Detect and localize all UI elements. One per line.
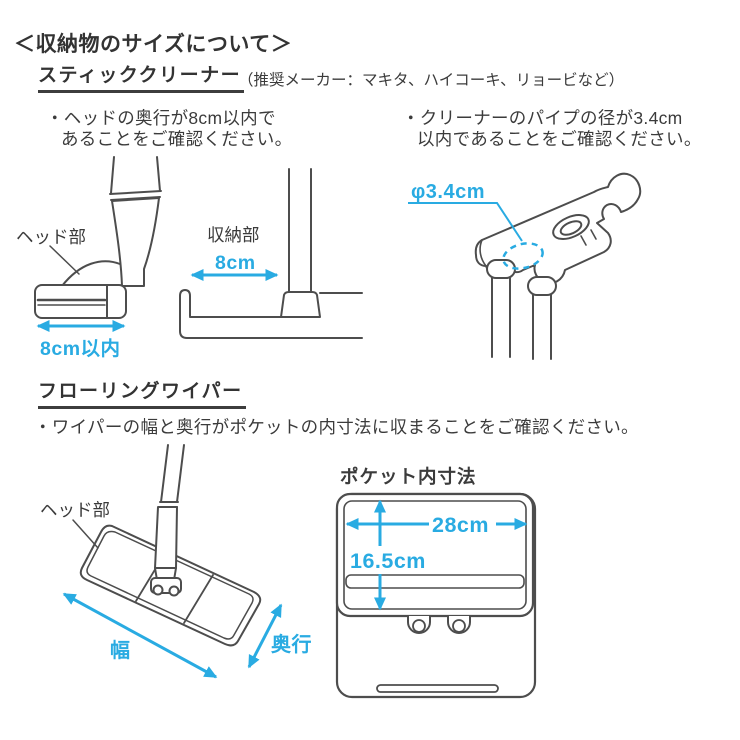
stick-joint-line1 [109, 190, 162, 195]
hook-hole-left [412, 619, 426, 633]
storage-part-diagram: 収納部 8cm [179, 168, 363, 339]
pipe-diameter-note-line2: 以内であることをご確認ください。 [417, 129, 702, 149]
pocket-outer-shell [179, 289, 363, 339]
wiper-head-leader-line [72, 519, 99, 549]
stick-lower-shaft [111, 197, 160, 287]
bottom-slot [376, 684, 499, 693]
stick-upper-left-edge [110, 156, 115, 194]
pocket-dimensions-diagram: ポケット内寸法 28cm 16.5cm [335, 466, 537, 699]
head-depth-note-line2: あることをご確認ください。 [61, 129, 293, 149]
pocket-dimensions-heading: ポケット内寸法 [340, 466, 477, 487]
cleaner-head-diagram: ヘッド部 8cm以内 [16, 156, 162, 360]
wiper-pole-upper [160, 444, 185, 503]
wiper-depth-label: 奥行 [271, 632, 312, 656]
head-width-dim-label: 8cm以内 [40, 337, 121, 360]
pipe-diameter-highlight [502, 242, 544, 270]
wiper-pole-lower [154, 506, 178, 569]
stick-cleaner-heading: スティッククリーナー [38, 60, 245, 93]
pipe-diameter-note: ・クリーナーのパイプの径が3.4cm 以内であることをご確認ください。 [402, 108, 702, 150]
head-depth-note: ・ヘッドの奥行が8cm以内で あることをご確認ください。 [46, 108, 292, 150]
pipe-hook-diagram: φ3.4cm [408, 172, 642, 360]
wiper-swivel-knob-left [152, 584, 164, 596]
wiper-swivel-knob-right [168, 585, 180, 597]
cleaner-head-line-art [34, 156, 162, 319]
head-base [34, 284, 127, 319]
hook-tab-right [447, 615, 471, 634]
stick-upper-right-edge [156, 156, 161, 192]
pocket-height-dim-label: 16.5cm [350, 549, 426, 573]
pipe-socket-rear [527, 276, 557, 296]
wiper-width-label: 幅 [110, 639, 131, 662]
head-depth-note-line1: ・ヘッドの奥行が8cm以内で [46, 108, 276, 128]
wiper-head-label: ヘッド部 [40, 500, 110, 520]
pipe-foot [280, 291, 321, 318]
hook-hole-right [452, 619, 466, 633]
wiper-width-arrow [62, 592, 218, 679]
floor-wiper-heading: フローリングワイパー [38, 376, 246, 409]
floor-wiper-diagram: ヘッド部 幅 奥行 [40, 444, 312, 679]
pipe-socket-front [486, 259, 516, 279]
wiper-plate-inner-outline [86, 530, 254, 640]
pocket-band [345, 574, 525, 589]
hook-tab-left [407, 615, 431, 634]
pipe-diameter-note-line1: ・クリーナーのパイプの径が3.4cm [402, 108, 683, 128]
storage-part-line-art [179, 168, 363, 339]
hook-bracket-left-face-line [479, 239, 487, 267]
storage-width-dim-label: 8cm [215, 252, 256, 274]
pocket-inner-outline [343, 500, 527, 610]
pipe-hook-line-art [474, 172, 642, 360]
head-part-label: ヘッド部 [16, 227, 86, 247]
head-label-leader-line [49, 245, 80, 275]
recommended-makers-note: （推奨メーカー：マキタ、ハイコーキ、リョービなど） [238, 72, 625, 89]
pipe-dia-leader-line [408, 202, 523, 242]
hook-slot-lines [580, 229, 597, 246]
storage-part-label: 収納部 [207, 225, 260, 245]
hook-hole-inner [559, 220, 583, 236]
wiper-depth-arrow [247, 603, 283, 669]
pipe-dia-dim-label: φ3.4cm [411, 181, 485, 203]
pocket-dimension-arrows [345, 499, 528, 611]
page-title: ＜収納物のサイズについて＞ [14, 33, 293, 56]
wiper-fit-note: ・ワイパーの幅と奥行がポケットの内寸法に収まることをご確認ください。 [34, 417, 639, 437]
pocket-width-dim-label: 28cm [432, 513, 489, 537]
